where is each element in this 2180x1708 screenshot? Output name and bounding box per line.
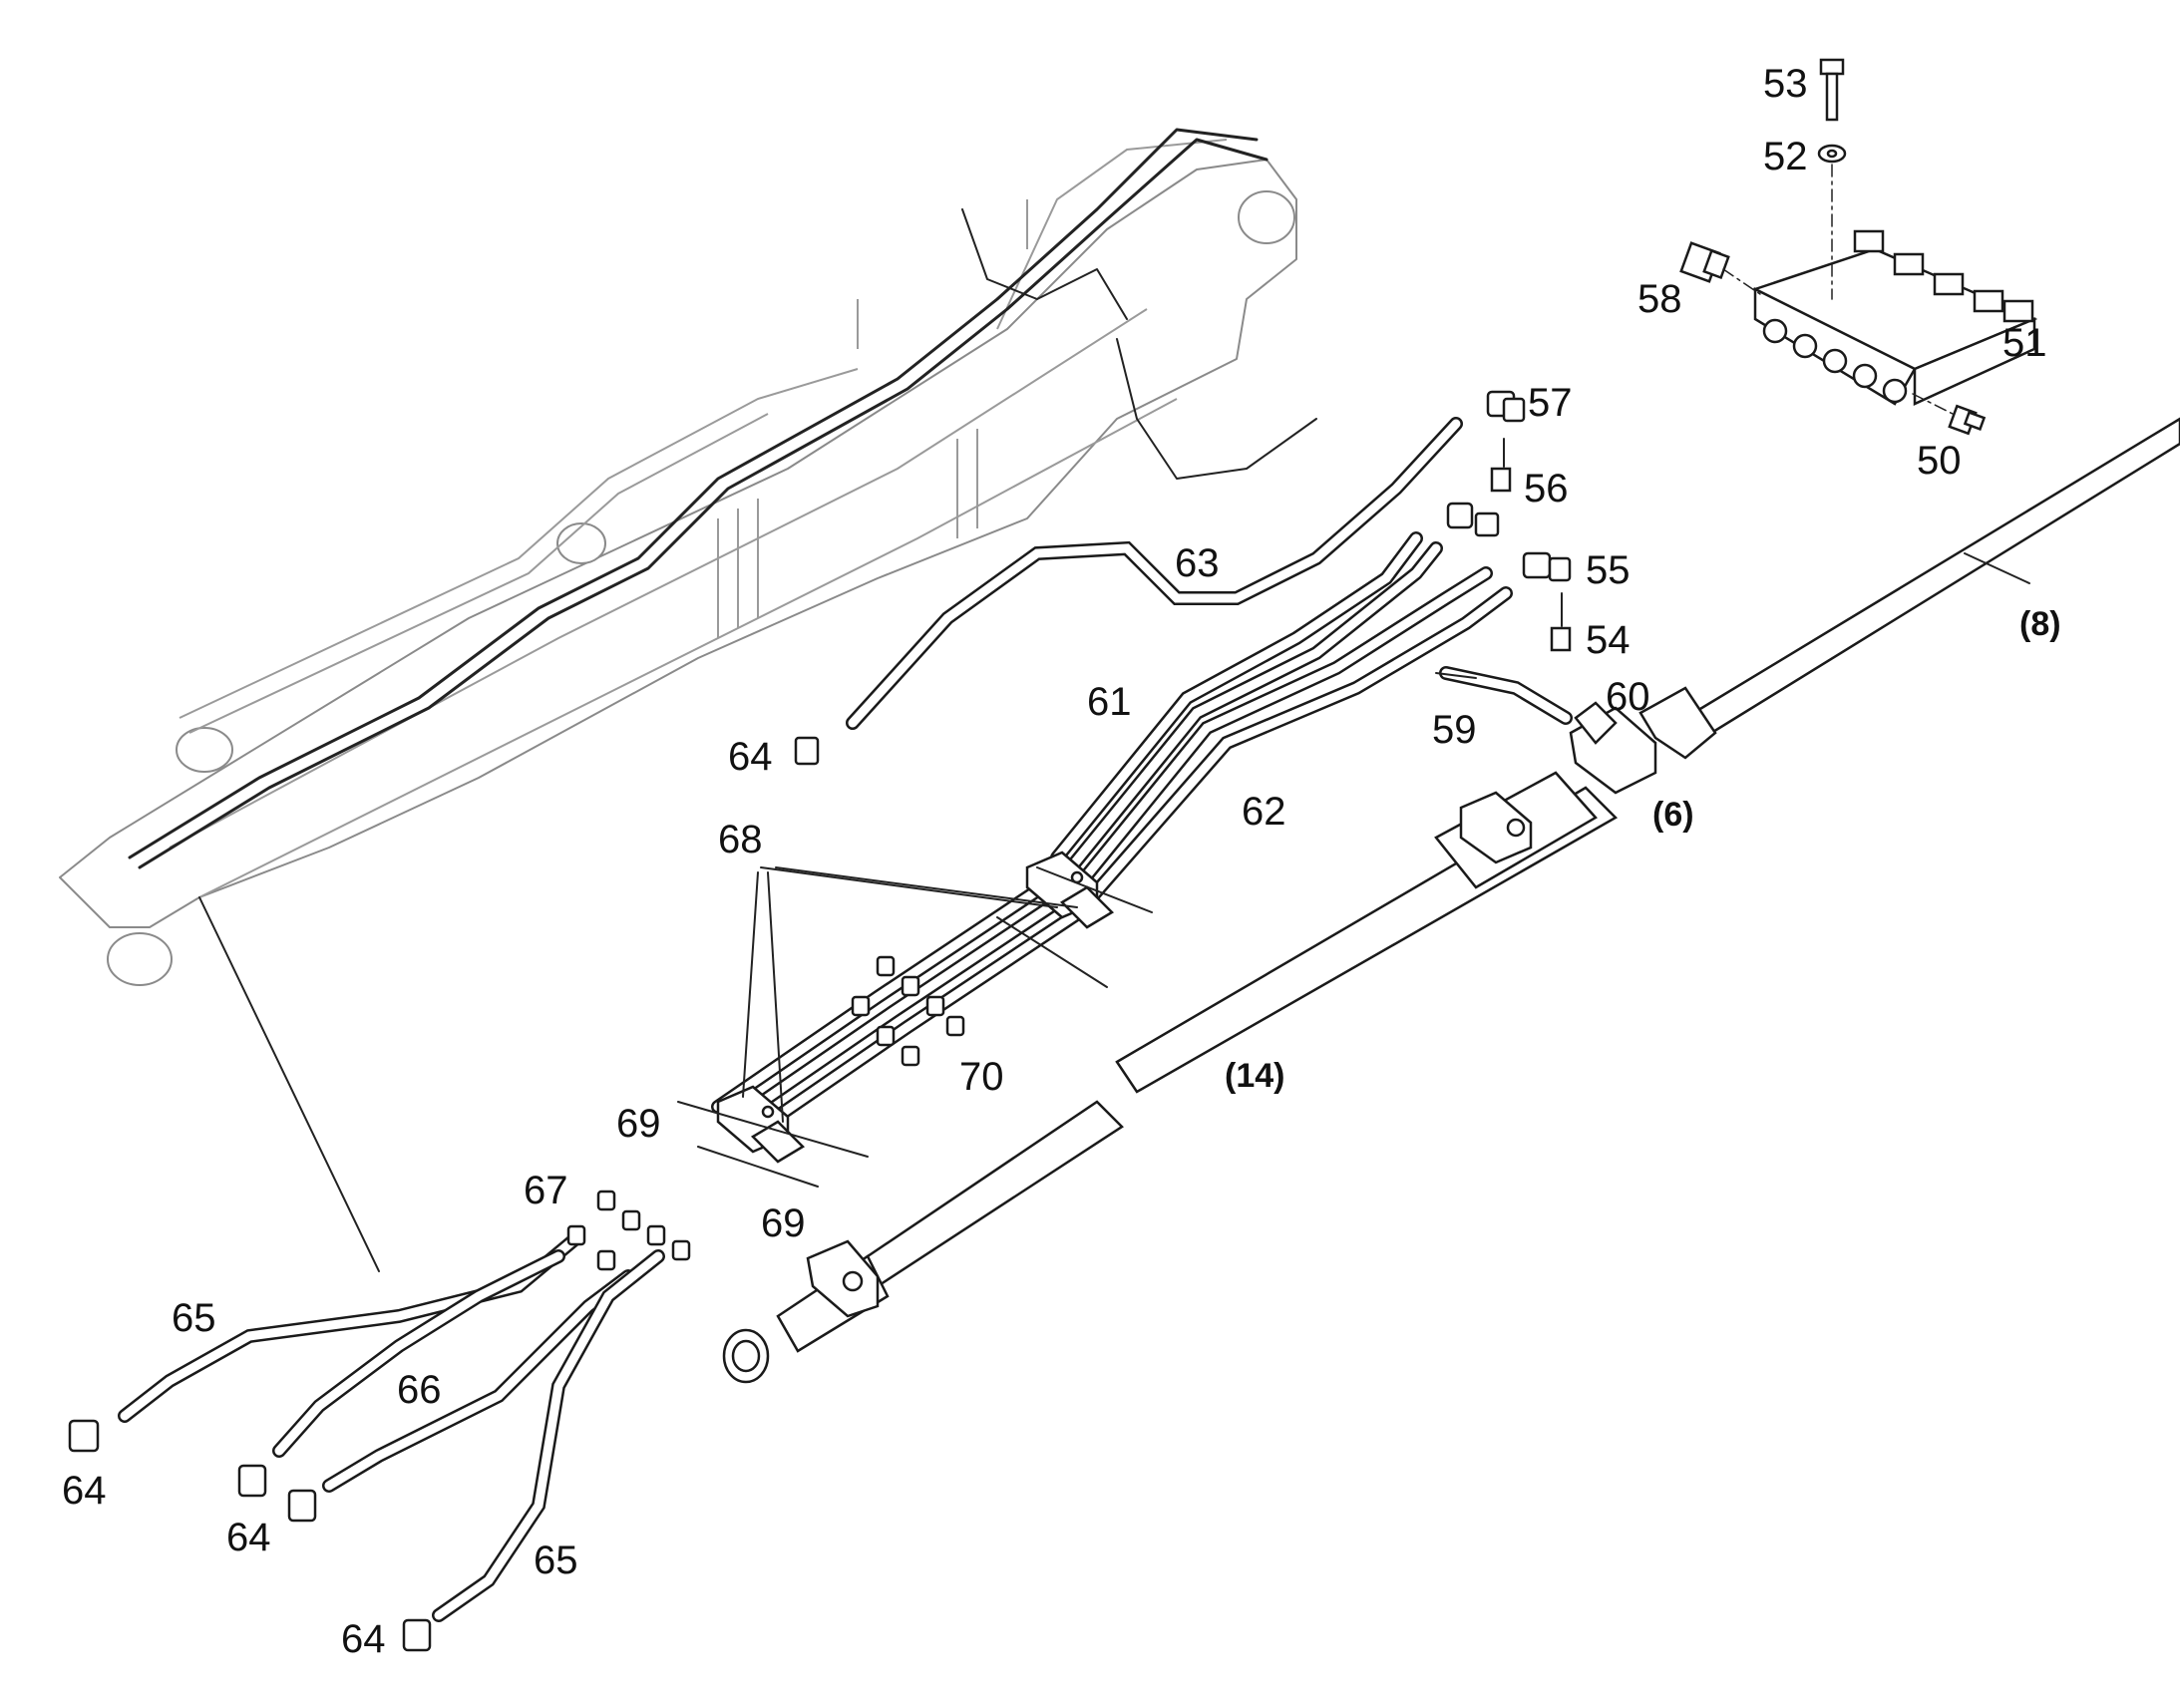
section-lines bbox=[677, 866, 1153, 1188]
callout-70: 70 bbox=[959, 1055, 1004, 1099]
fitting-58 bbox=[1679, 241, 1730, 283]
plug-50 bbox=[1948, 404, 1987, 436]
bolt-53 bbox=[1819, 58, 1845, 122]
callout-68: 68 bbox=[718, 818, 763, 861]
callout-62: 62 bbox=[1242, 790, 1286, 834]
boom-arm-illustration bbox=[59, 128, 1317, 986]
callout-50: 50 bbox=[1917, 439, 1962, 483]
fittings bbox=[68, 390, 1572, 1652]
callout-64-middle: 64 bbox=[226, 1516, 271, 1559]
pipe-assembly bbox=[722, 417, 2180, 1384]
callout-64-top: 64 bbox=[728, 735, 773, 779]
callout-64-bottom: 64 bbox=[341, 1617, 386, 1661]
callout-56: 56 bbox=[1524, 467, 1569, 511]
ref-14: (14) bbox=[1225, 1057, 1284, 1095]
callout-67: 67 bbox=[524, 1169, 568, 1212]
callout-57: 57 bbox=[1528, 381, 1573, 425]
callout-66: 66 bbox=[397, 1368, 442, 1412]
callout-51: 51 bbox=[2002, 321, 2047, 365]
callout-54: 54 bbox=[1586, 618, 1631, 662]
leader-lines bbox=[198, 438, 2030, 1272]
distributor-valve-block bbox=[1751, 229, 2038, 406]
callout-60: 60 bbox=[1606, 675, 1650, 719]
callout-64-left: 64 bbox=[62, 1469, 107, 1513]
callout-52: 52 bbox=[1763, 135, 1808, 178]
callout-69-upper: 69 bbox=[616, 1102, 661, 1146]
washer-52 bbox=[1817, 144, 1847, 164]
callout-65-upper: 65 bbox=[172, 1296, 216, 1340]
callout-65-lower: 65 bbox=[534, 1538, 578, 1582]
callout-63: 63 bbox=[1175, 541, 1220, 585]
callout-53: 53 bbox=[1763, 62, 1808, 106]
callout-55: 55 bbox=[1586, 548, 1631, 592]
callout-58: 58 bbox=[1637, 277, 1682, 321]
hose-clamps bbox=[716, 851, 1115, 1164]
callout-69-lower: 69 bbox=[761, 1201, 806, 1245]
hoses bbox=[118, 417, 1573, 1622]
ref-6: (6) bbox=[1652, 796, 1694, 834]
callout-labels: 53 52 58 51 50 57 56 63 55 54 (8) 60 61 … bbox=[62, 62, 2061, 1661]
ref-8: (8) bbox=[2019, 605, 2061, 643]
callout-61: 61 bbox=[1087, 680, 1132, 724]
callout-59: 59 bbox=[1432, 708, 1477, 752]
